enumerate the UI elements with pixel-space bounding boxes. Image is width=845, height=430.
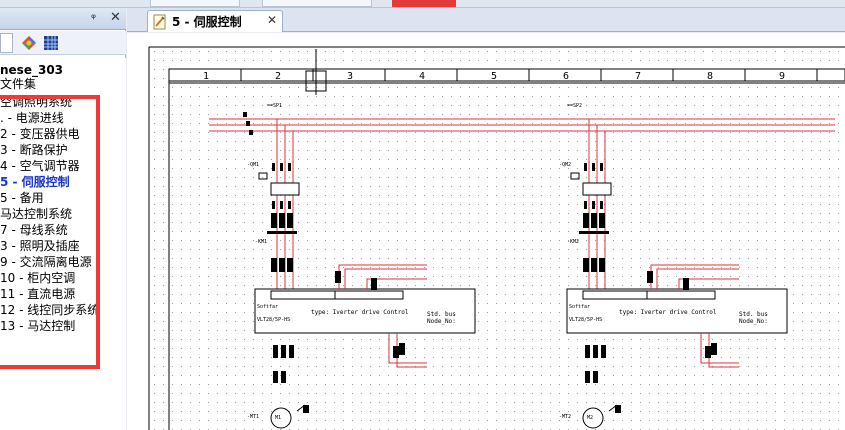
column-number: 4 — [419, 71, 425, 82]
panel-title-bar: ᵠ ✕ — [0, 8, 126, 30]
tree-item[interactable]: 5 - 备用 — [0, 191, 44, 205]
crosshair-cursor-icon — [305, 49, 327, 95]
tree-item[interactable]: 2 - 变压器供电 — [0, 127, 80, 141]
schematic-drawing: 1 2 3 4 5 6 7 8 9 ==SP1 ==SP2 — [127, 33, 845, 430]
top-tab-strip — [0, 0, 845, 8]
svg-text:Softfar: Softfar — [257, 304, 278, 310]
svg-text:-QM2: -QM2 — [559, 162, 571, 168]
node-number-text: Node_No: — [427, 318, 456, 325]
svg-text:-MT2: -MT2 — [559, 414, 571, 420]
top-tab[interactable] — [150, 0, 240, 7]
tree-item[interactable]: 4 - 空气调节器 — [0, 159, 80, 173]
column-number: 7 — [635, 71, 641, 82]
tree-item[interactable]: 9 - 交流隔离电源 — [0, 255, 92, 269]
column-number: 8 — [707, 71, 713, 82]
project-tree: nese_303 文件集 空调照明系统 . - 电源进线 2 - 变压器供电 3… — [0, 58, 126, 430]
bus-markers — [243, 112, 253, 135]
bus-type-text: Std. bus — [427, 311, 456, 318]
highlight-frame — [0, 95, 100, 369]
svg-text:M1: M1 — [275, 415, 281, 421]
tree-item[interactable]: . - 电源进线 — [0, 111, 64, 125]
tree-item[interactable]: 10 - 柜内空调 — [0, 271, 76, 285]
svg-text:VLT28/5P-HS: VLT28/5P-HS — [257, 317, 290, 323]
column-number: 1 — [203, 71, 209, 82]
svg-text:==SP2: ==SP2 — [567, 103, 582, 109]
svg-text:==SP1: ==SP1 — [267, 103, 282, 109]
servo-drive-circuit-1: -QM1 -KM1 Softfar VLT28/5P- — [247, 119, 476, 429]
node-number-text: Node_No: — [739, 318, 768, 325]
column-dividers — [240, 69, 818, 81]
drawing-page-icon — [153, 14, 166, 30]
tab-servo-control[interactable]: 5 - 伺服控制 ✕ — [147, 10, 283, 32]
tree-item[interactable]: 7 - 母线系统 — [0, 223, 68, 237]
document-tab-bar: 5 - 伺服控制 ✕ — [127, 8, 845, 32]
tree-item[interactable]: 马达控制系统 — [0, 207, 73, 221]
svg-text:M2: M2 — [587, 415, 593, 421]
drawing-canvas[interactable]: 1 2 3 4 5 6 7 8 9 ==SP1 ==SP2 — [127, 33, 845, 430]
project-name[interactable]: nese_303 — [0, 63, 64, 77]
toolbar-selector[interactable] — [0, 33, 13, 53]
panel-toolbar — [0, 31, 126, 55]
column-number: 9 — [779, 71, 785, 82]
column-number: 2 — [275, 71, 281, 82]
tree-item[interactable]: 3 - 断路保护 — [0, 143, 68, 157]
column-number: 6 — [563, 71, 569, 82]
drive-type-text: type: Iverter drive Control — [311, 309, 409, 316]
column-number: 5 — [491, 71, 497, 82]
svg-text:Softfar: Softfar — [569, 304, 590, 310]
tree-item[interactable]: 3 - 照明及插座 — [0, 239, 80, 253]
project-subtitle[interactable]: 文件集 — [0, 77, 37, 91]
column-number: 3 — [347, 71, 353, 82]
tree-item-selected[interactable]: 5 - 伺服控制 — [0, 175, 70, 189]
tree-item[interactable]: 13 - 马达控制 — [0, 319, 76, 333]
top-tab-highlight — [392, 0, 456, 7]
color-palette-icon[interactable] — [20, 34, 38, 52]
close-icon[interactable]: ✕ — [267, 13, 278, 27]
bus-labels: ==SP1 ==SP2 — [267, 103, 582, 109]
pin-icon[interactable]: ᵠ — [91, 11, 96, 25]
servo-drive-circuit-2: -QM2 -KM2 Softfar VLT28/5P-HS — [559, 119, 788, 429]
power-busbars — [209, 118, 835, 132]
tab-label: 5 - 伺服控制 — [172, 15, 242, 29]
top-tab[interactable] — [262, 0, 372, 7]
tree-item[interactable]: 12 - 线控同步系统 — [0, 303, 100, 317]
project-panel: ᵠ ✕ nese_303 文件集 空调照明系统 . - 电 — [0, 8, 126, 430]
svg-text:-KM1: -KM1 — [255, 239, 267, 245]
bus-type-text: Std. bus — [739, 311, 768, 318]
tree-item[interactable]: 11 - 直流电源 — [0, 287, 76, 301]
drive-type-text: type: Iverter drive Control — [619, 309, 717, 316]
svg-text:-QM1: -QM1 — [247, 162, 259, 168]
grid-table-icon[interactable] — [42, 34, 60, 52]
svg-text:-KM2: -KM2 — [567, 239, 579, 245]
svg-text:-MT1: -MT1 — [247, 414, 259, 420]
svg-text:VLT28/5P-HS: VLT28/5P-HS — [569, 317, 602, 323]
close-icon[interactable]: ✕ — [110, 10, 121, 25]
